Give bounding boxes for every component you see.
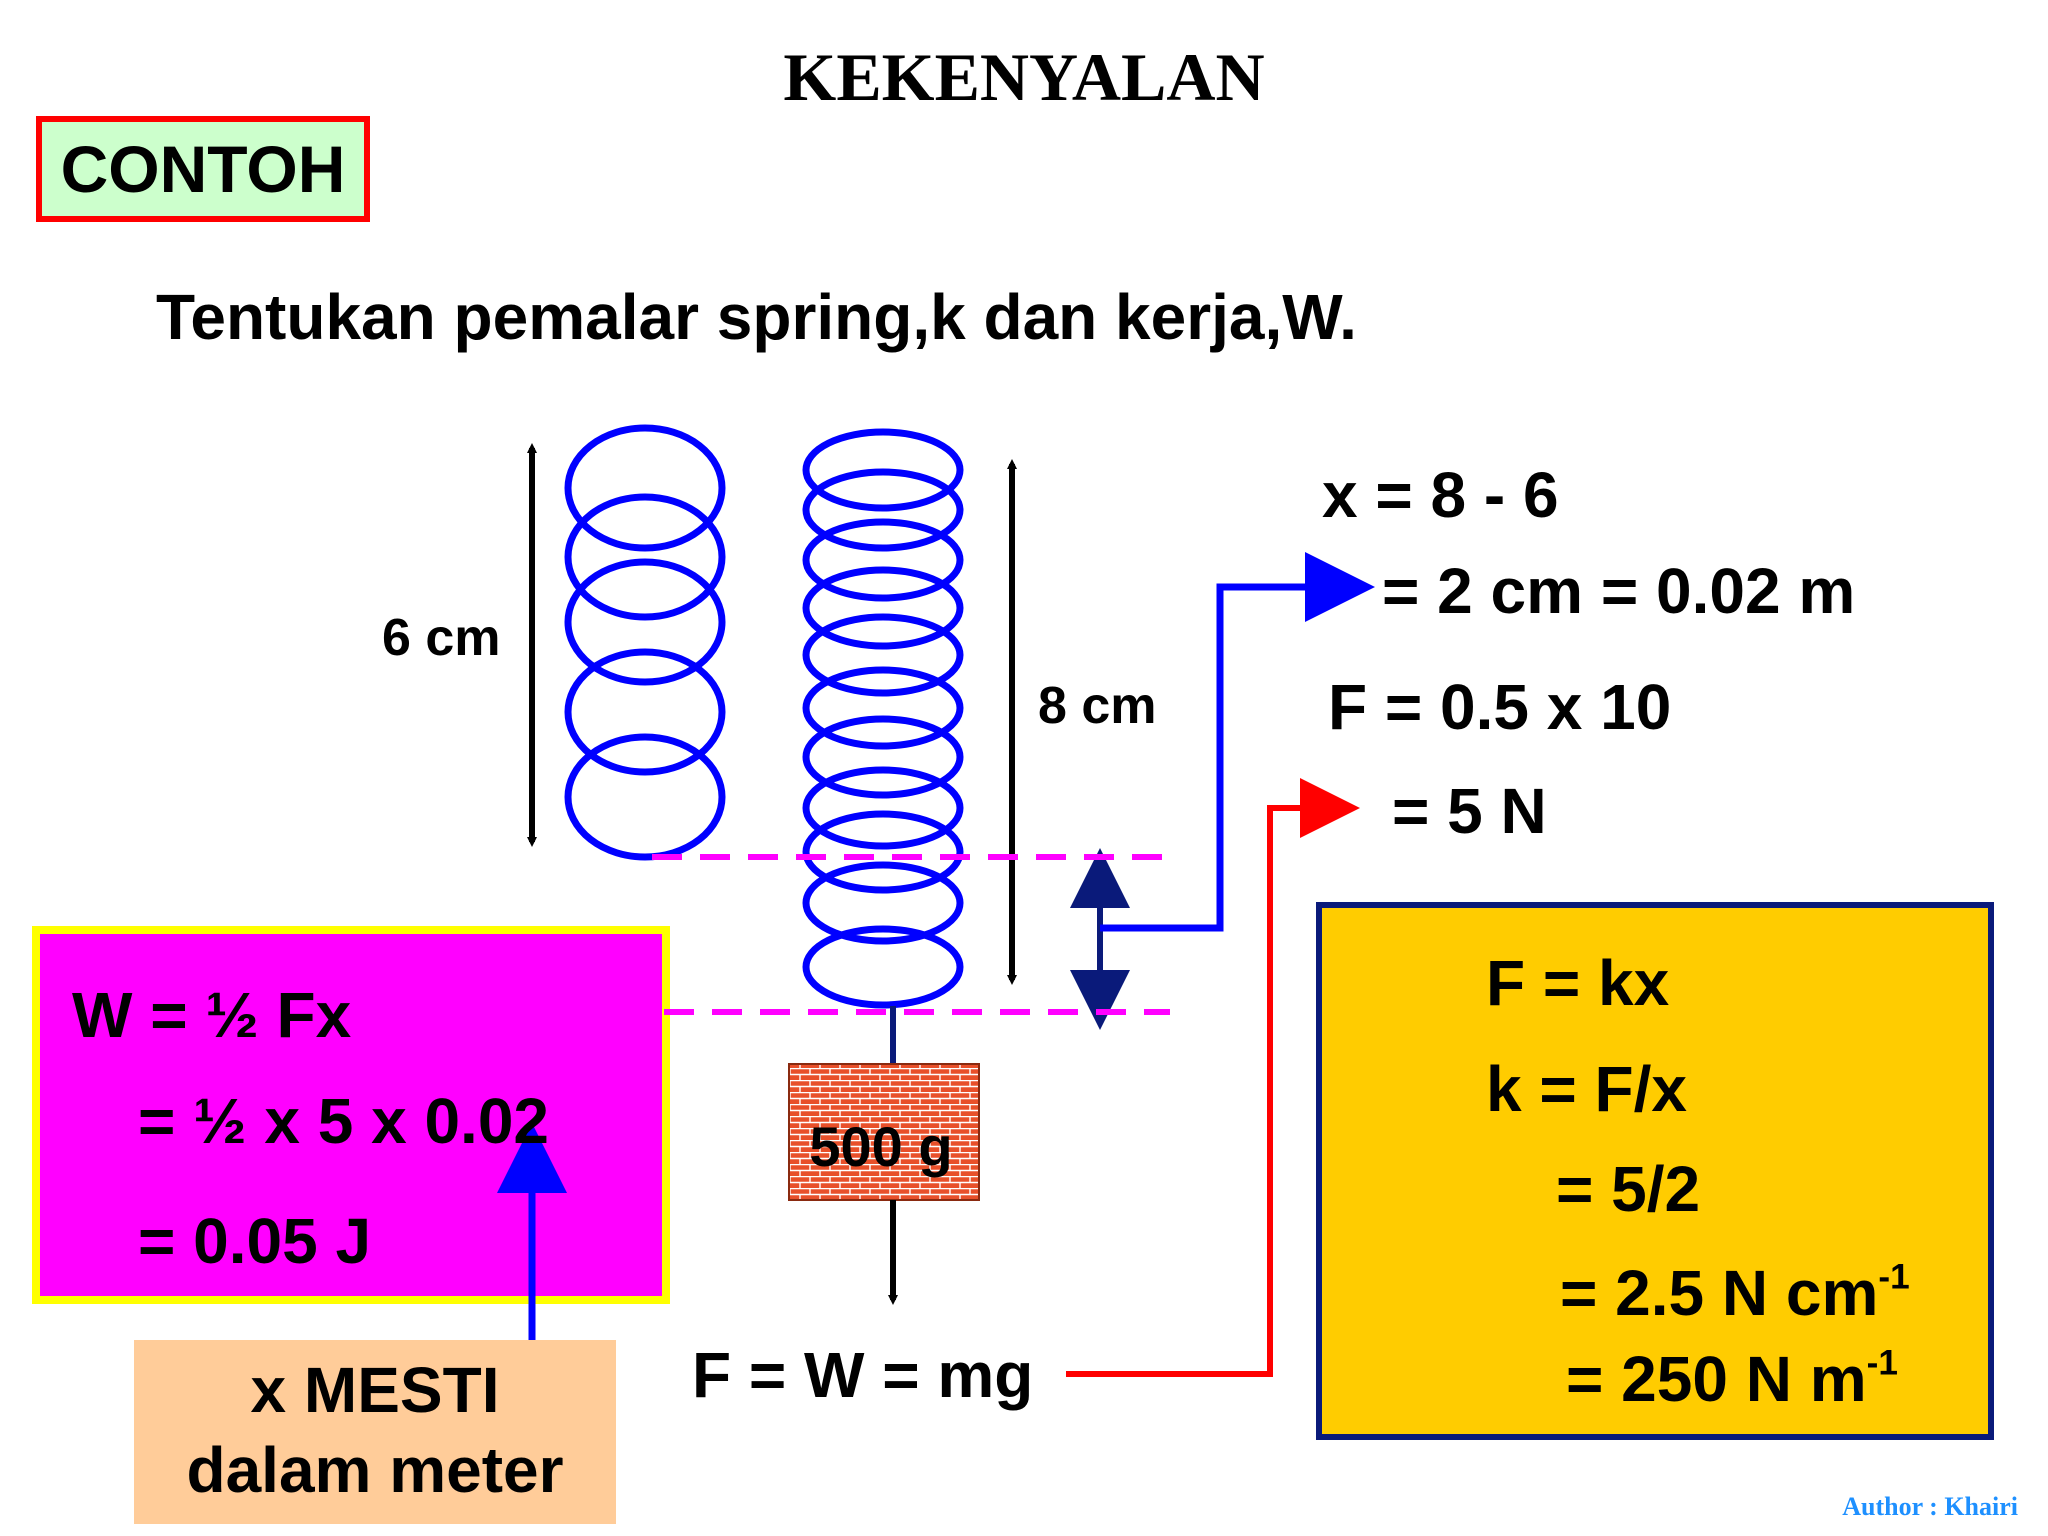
mass-label: 500 g — [809, 1115, 953, 1178]
spring-constant-line-5: = 250 N m-1 — [1566, 1342, 1898, 1416]
work-line-1: W = ½ Fx — [72, 979, 352, 1051]
question-text: Tentukan pemalar spring,k dan kerja,W. — [156, 281, 1357, 353]
unstretched-spring — [564, 424, 726, 861]
force-line-2: = 5 N — [1392, 775, 1547, 847]
units-note-line-2: dalam meter — [186, 1434, 564, 1506]
stretched-length-label: 8 cm — [1038, 677, 1157, 735]
extension-line-2: = 2 cm = 0.02 m — [1382, 555, 1856, 627]
author-credit: Author : Khairi — [1842, 1492, 2018, 1521]
unstretched-length-label: 6 cm — [382, 609, 501, 667]
stretched-spring — [802, 428, 964, 1009]
spring-constant-line-2: k = F/x — [1486, 1053, 1687, 1125]
work-calculation-box — [32, 926, 670, 1304]
page-title: KEKENYALAN — [783, 39, 1265, 115]
spring-constant-line-4: = 2.5 N cm-1 — [1560, 1256, 1910, 1330]
force-line-1: F = 0.5 x 10 — [1328, 671, 1672, 743]
spring-constant-line-5-value: = 250 N m — [1566, 1343, 1867, 1415]
spring-constant-box — [1316, 902, 1994, 1440]
extension-connector-arrow — [1100, 552, 1375, 932]
force-connector-arrow — [1066, 778, 1360, 1377]
units-note: x MESTI dalam meter — [134, 1340, 616, 1524]
spring-constant-line-4-value: = 2.5 N cm — [1560, 1257, 1879, 1329]
extension-line-1: x = 8 - 6 — [1322, 459, 1559, 531]
spring-constant-line-3: = 5/2 — [1556, 1153, 1701, 1225]
units-note-line-1: x MESTI — [250, 1354, 500, 1426]
spring-constant-line-1: F = kx — [1486, 947, 1670, 1019]
example-badge: CONTOH — [36, 116, 370, 222]
spring-constant-line-5-exponent: -1 — [1866, 1343, 1898, 1383]
work-line-2: = ½ x 5 x 0.02 — [138, 1085, 549, 1157]
mass-block — [788, 1063, 980, 1201]
force-equation-label: F = W = mg — [692, 1339, 1034, 1411]
spring-constant-line-4-exponent: -1 — [1878, 1257, 1910, 1297]
work-line-3: = 0.05 J — [138, 1205, 372, 1277]
